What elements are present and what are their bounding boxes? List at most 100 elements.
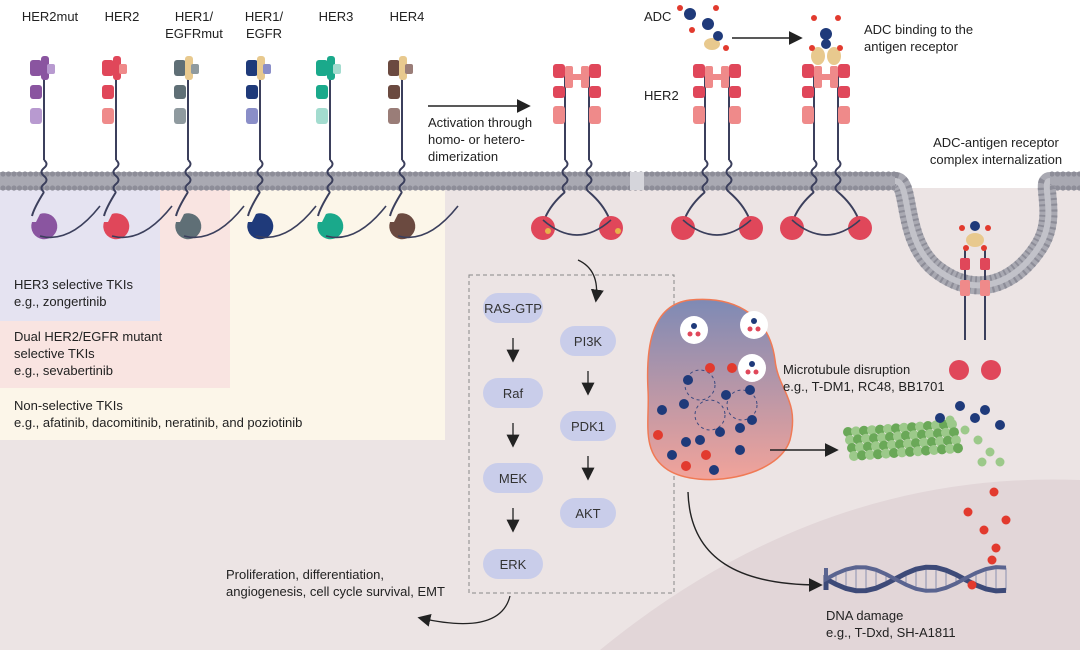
lipid-head [858,171,864,177]
tubulin-unit [871,441,881,452]
lipid-head [77,185,83,191]
lipid-head [330,185,336,191]
lipid-head [451,185,457,191]
domain-1 [102,60,114,76]
tki-dual-line-2: selective TKIs [14,346,95,361]
adc-binding-text-2: antigen receptor [864,39,959,54]
lipid-head [209,171,215,177]
tubulin-unit [953,443,963,454]
kinase-domain [175,213,202,240]
lipid-head [330,171,336,177]
lipid-head [517,185,523,191]
lipid-head [478,171,485,177]
lipid-head [203,171,210,177]
lipid-head [390,171,397,177]
lipid-head [93,185,100,191]
lipid-head [1076,171,1080,177]
lipid-head [429,185,435,191]
lipid-head [731,185,738,191]
lipid-head [473,171,479,177]
int-domain [960,280,970,296]
dimer-core-left [814,66,822,88]
lipid-head [759,171,765,177]
pathway-outcome-arrow [417,595,511,627]
mmae-payload [955,401,965,411]
lipid-head [825,171,831,177]
payload-molecule [721,390,731,400]
tubulin-unit [941,427,951,438]
tki-box-her3 [0,188,160,321]
lipid-head [286,171,292,177]
lipid-head [869,171,875,177]
lipid-head [132,185,138,191]
tubulin-unit [937,444,947,455]
lipid-head [0,171,6,177]
lipid-head [566,185,573,191]
endosome [891,172,1058,380]
tki-dual-line-1: Dual HER2/EGFR mutant [14,329,162,344]
lipid-head [22,171,28,177]
tubulin-unit [927,437,937,447]
lipid-head [572,185,578,191]
domain-3 [102,85,114,99]
outcome-text-1: Proliferation, differentiation, [226,567,384,582]
lipid-head [264,171,270,177]
lipid-head [819,171,826,177]
topoisomerase-payload [989,487,999,497]
lipid-head [242,185,248,191]
lipid-head [550,185,556,191]
lipid-head [599,171,606,177]
dimer-juxta [588,191,610,219]
domain-1 [316,60,328,76]
tubulin-unit [845,435,855,445]
tki-her3-line-2: e.g., zongertinib [14,294,107,309]
c-tail [111,205,173,239]
adc-payload [723,45,729,51]
tubulin-unit [949,427,959,438]
tubulin-unit [945,443,955,454]
lipid-head [753,171,760,177]
domain-3 [30,85,42,99]
degraded-bubble [694,399,726,431]
adc-payload [677,5,683,11]
lipid-head [44,171,50,177]
domain-3 [388,85,400,99]
lipid-head [599,185,606,191]
dimer-core-right [830,66,838,88]
lipid-head [258,185,265,191]
domain-4 [102,108,114,124]
lipid-head [759,185,765,191]
receptor-label-her2: HER2 [105,9,140,24]
free-adc [677,5,729,51]
tubulin-unit [935,436,945,447]
her2-dimer-label: HER2 [644,88,679,103]
lipid-head [841,171,848,177]
kinase-domain [103,213,130,240]
lipid-head [121,171,127,177]
domain-tab [333,64,341,74]
dimer-kinase [780,216,804,240]
payload-molecule [715,427,725,437]
tubulin-unit [917,429,927,440]
tubulin-unit [875,424,885,435]
adc-binding-text-1: ADC binding to the [864,22,973,37]
lipid-head [610,185,617,191]
lipid-head [44,185,50,191]
lipid-head [456,185,463,191]
adc-payload [713,5,719,11]
lipid-head [297,171,303,177]
payload-molecule [683,375,693,385]
membrane-gap [630,172,644,190]
lipid-head [170,171,177,177]
lipid-head [616,171,622,177]
tubulin-unit [925,429,935,439]
lipid-head [214,171,221,177]
adc-label: ADC [644,9,671,24]
lipid-head [797,185,804,191]
lipid-head [269,185,276,191]
receptor-label-egfr-2: EGFR [246,26,282,41]
domain-2 [327,56,335,80]
domain-tab [119,64,127,74]
kinase-domain [31,213,58,240]
